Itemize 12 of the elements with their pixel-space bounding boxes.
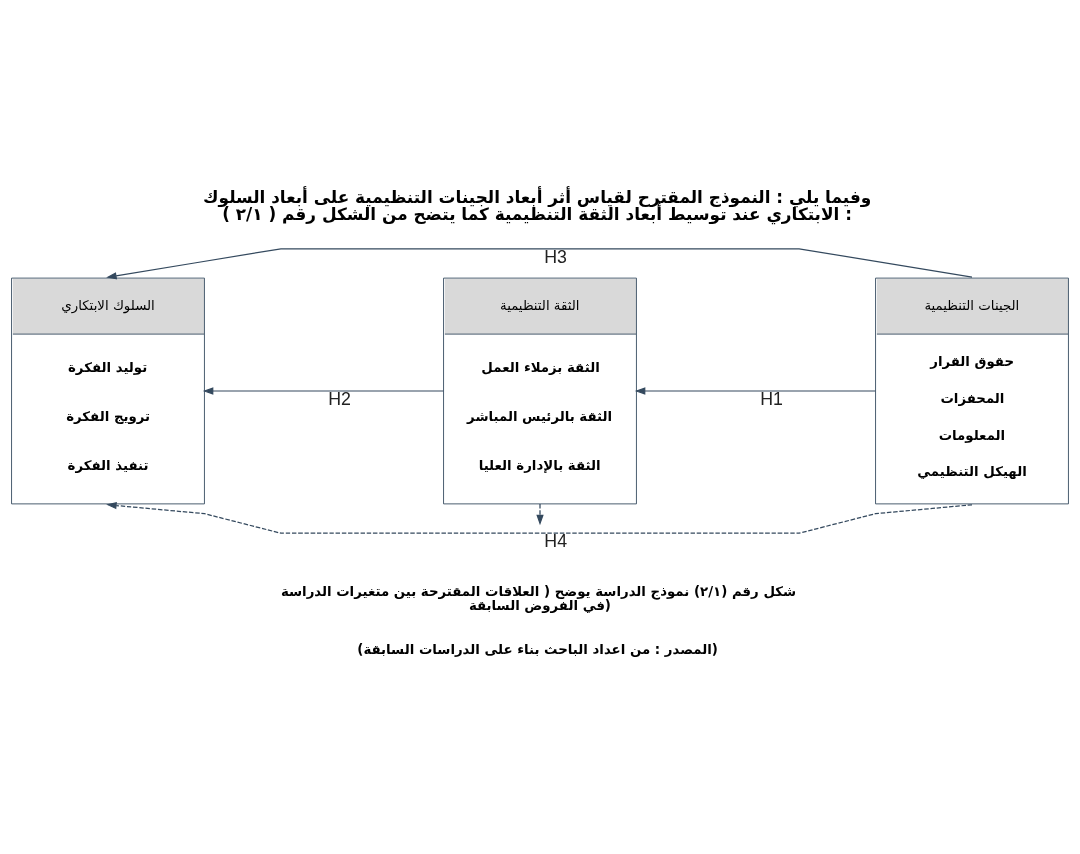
edge-label: H4 bbox=[544, 531, 568, 552]
diagram-title: وفيما يلي : النموذج المقترح لقياس أثر أبعاد الجينات التنظيمية على أبعاد السلوك الابتكاري عند توسيط أبعاد الثقة التنظيمية كما يتضح من الشكل رقم ( ٢/١ ) : bbox=[203, 186, 872, 224]
label: (المصدر : من اعداد الباحث بناء على الدراسات السابقة) bbox=[357, 641, 718, 657]
arrow bbox=[634, 387, 876, 395]
arrow bbox=[536, 503, 544, 526]
arrow bbox=[106, 501, 973, 534]
arrow bbox=[202, 387, 444, 395]
edge-label: H2 bbox=[328, 389, 351, 410]
edge-label: H3 bbox=[544, 247, 568, 267]
edge-label: H1 bbox=[760, 389, 783, 410]
caption: شكل رقم (٢/١) نموذج الدراسة يوضح ( العلاقات المقترحة بين متغيرات الدراسة في الفروض السابقة) bbox=[280, 584, 797, 613]
arrow bbox=[106, 248, 973, 280]
